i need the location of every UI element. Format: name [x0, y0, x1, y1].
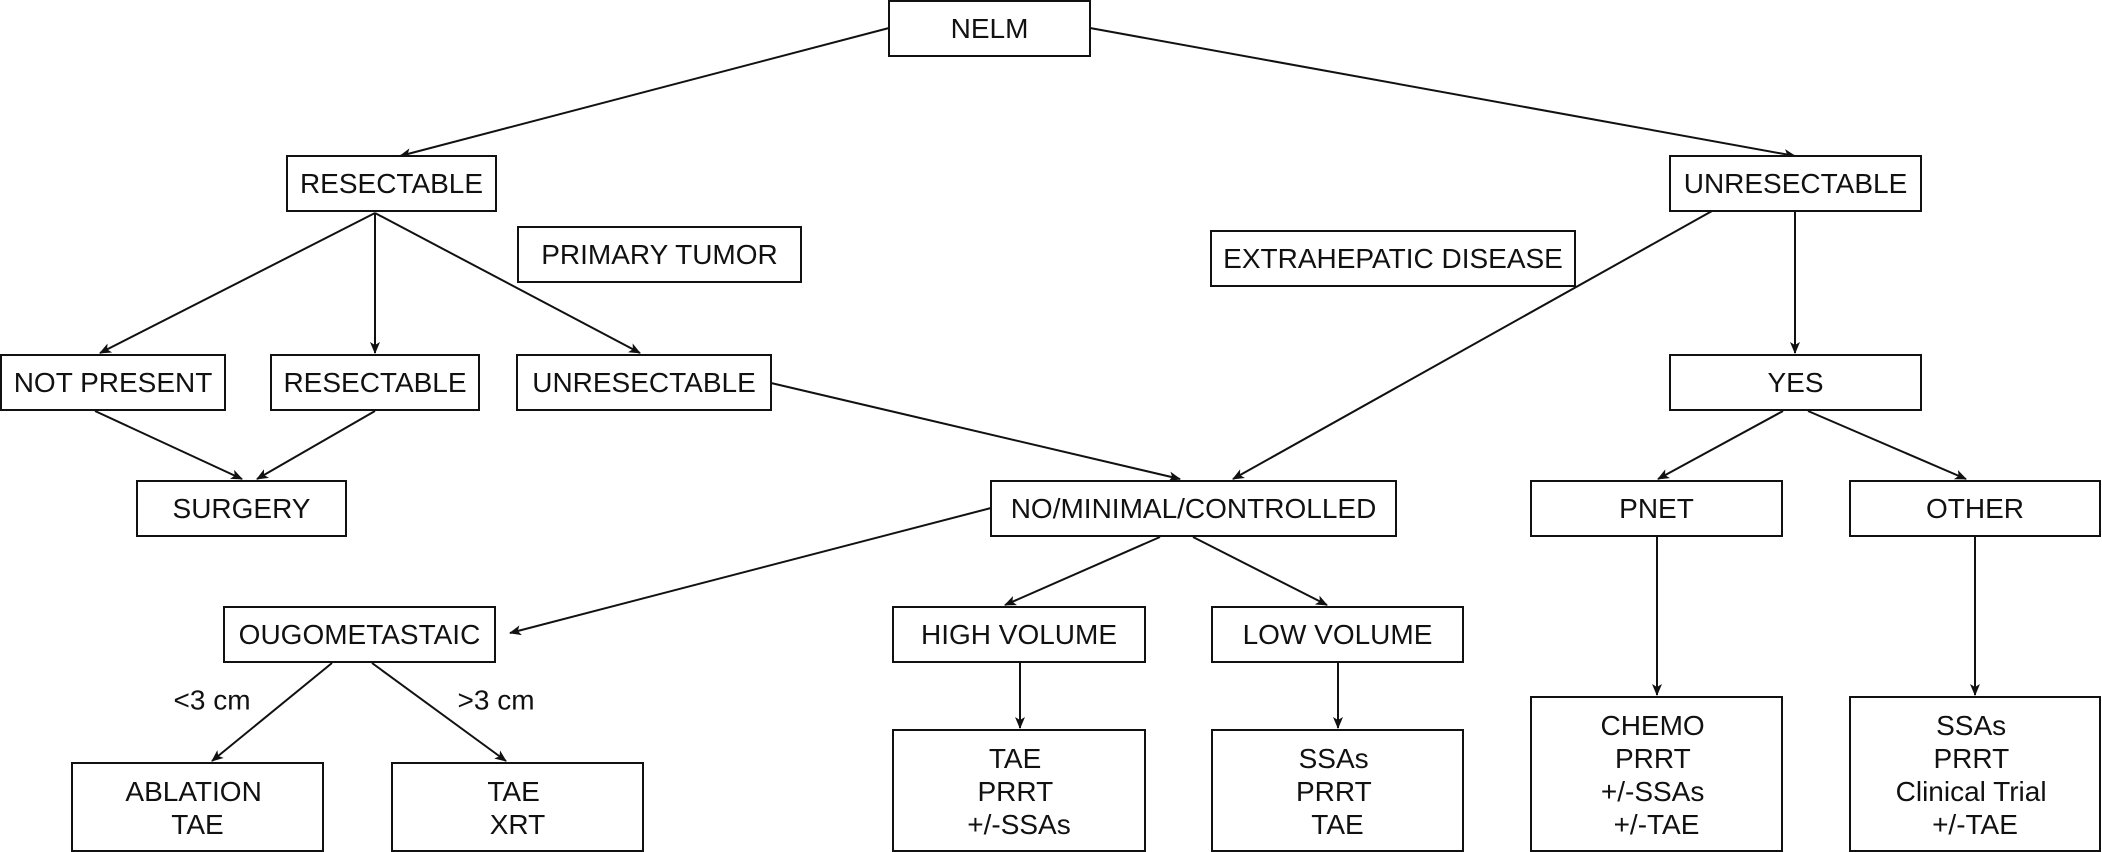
node-no-minimal-controlled: NO/MINIMAL/CONTROLLED — [990, 480, 1397, 537]
node-tae-prrt-ssas-line-1: TAE — [989, 743, 1041, 774]
node-tae-prrt-ssas: TAE PRRT +/-SSAs — [892, 729, 1146, 852]
node-resectable-main-label: RESECTABLE — [300, 168, 483, 199]
node-nelm-label: NELM — [951, 13, 1029, 44]
node-unresectable-main: UNRESECTABLE — [1669, 155, 1922, 212]
node-not-present-label: NOT PRESENT — [14, 367, 213, 398]
edge-yes-to-other — [1807, 410, 1967, 480]
node-nelm: NELM — [888, 0, 1091, 57]
edge-yes-to-pnet — [1657, 410, 1784, 480]
node-yes-label: YES — [1767, 367, 1823, 398]
node-no-minimal-controlled-label: NO/MINIMAL/CONTROLLED — [1011, 493, 1377, 524]
node-ablation-tae-line-2: TAE — [171, 809, 223, 840]
node-extrahepatic-disease: EXTRAHEPATIC DISEASE — [1210, 230, 1576, 287]
node-primary-tumor: PRIMARY TUMOR — [517, 226, 802, 283]
edge-nelm-to-resectable — [399, 27, 890, 159]
node-chemo-line-3: +/-SSAs — [1601, 776, 1704, 807]
node-ssas-prrt-tae: SSAs PRRT TAE — [1211, 729, 1464, 852]
edge-label-greater-than-3cm: >3 cm — [457, 685, 534, 716]
node-pnet-label: PNET — [1619, 493, 1694, 524]
edge-unresectable-primary-to-controlled — [770, 382, 1181, 482]
node-ssas-trial-line-2: PRRT — [1934, 743, 2010, 774]
node-ablation-tae: ABLATION TAE — [71, 762, 324, 852]
edge-labels: <3 cm >3 cm — [173, 685, 534, 716]
edge-controlled-to-low-volume — [1192, 536, 1328, 606]
node-resectable-primary-label: RESECTABLE — [283, 367, 466, 398]
node-ssas-prrt-tae-line-2: PRRT — [1296, 776, 1372, 807]
node-surgery-label: SURGERY — [173, 493, 311, 524]
edge-controlled-to-high-volume — [1004, 536, 1161, 606]
node-ssas-trial-line-3: Clinical Trial — [1896, 776, 2047, 807]
node-tae-prrt-ssas-line-3: +/-SSAs — [967, 809, 1070, 840]
node-ssas-trial-line-4: +/-TAE — [1932, 809, 2018, 840]
node-tae-xrt-label: TAE XRT — [487, 776, 547, 840]
node-tae-prrt-ssas-line-2: PRRT — [978, 776, 1054, 807]
node-not-present: NOT PRESENT — [0, 354, 226, 411]
node-high-volume-label: HIGH VOLUME — [921, 619, 1117, 650]
node-chemo-line-2: PRRT — [1615, 743, 1691, 774]
node-surgery: SURGERY — [136, 480, 347, 537]
node-resectable-primary: RESECTABLE — [270, 354, 480, 411]
node-high-volume: HIGH VOLUME — [892, 606, 1146, 663]
node-other-label: OTHER — [1926, 493, 2024, 524]
node-unresectable-primary: UNRESECTABLE — [516, 354, 772, 411]
node-ssas-prrt-tae-label: SSAs PRRT TAE — [1296, 743, 1379, 840]
node-oligometastatic-label: OUGOMETASTAIC — [239, 619, 481, 650]
node-chemo-line-4: +/-TAE — [1614, 809, 1700, 840]
edge-not-present-to-surgery — [94, 410, 243, 480]
edge-oligometastatic-to-tae-xrt — [371, 662, 507, 762]
node-unresectable-main-label: UNRESECTABLE — [1684, 168, 1908, 199]
node-ssas-prrt-tae-line-1: SSAs — [1299, 743, 1369, 774]
edges — [94, 27, 1980, 762]
node-ablation-tae-label: ABLATION TAE — [125, 776, 269, 840]
edge-resectable-primary-to-surgery — [256, 410, 376, 480]
node-other: OTHER — [1849, 480, 2101, 537]
node-ablation-tae-line-1: ABLATION — [125, 776, 261, 807]
node-resectable-main: RESECTABLE — [286, 155, 497, 212]
node-chemo: CHEMO PRRT +/-SSAs +/-TAE — [1530, 696, 1783, 852]
node-tae-xrt-line-1: TAE — [487, 776, 539, 807]
edge-label-less-than-3cm: <3 cm — [173, 685, 250, 716]
edge-oligometastatic-to-ablation — [211, 662, 333, 762]
node-unresectable-primary-label: UNRESECTABLE — [532, 367, 756, 398]
edge-unresectable-to-controlled — [1232, 210, 1713, 480]
edge-controlled-to-oligometastatic — [509, 507, 992, 636]
edge-resectable-to-unresectable-primary — [374, 212, 641, 354]
node-oligometastatic: OUGOMETASTAIC — [223, 606, 496, 663]
node-pnet: PNET — [1530, 480, 1783, 537]
node-chemo-label: CHEMO PRRT +/-SSAs +/-TAE — [1600, 710, 1712, 840]
node-ssas-trial-label: SSAs PRRT Clinical Trial +/-TAE — [1896, 710, 2055, 840]
edge-nelm-to-unresectable — [1089, 27, 1796, 159]
node-tae-prrt-ssas-label: TAE PRRT +/-SSAs — [967, 743, 1070, 840]
node-ssas-trial-line-1: SSAs — [1936, 710, 2006, 741]
node-low-volume: LOW VOLUME — [1211, 606, 1464, 663]
node-ssas-trial: SSAs PRRT Clinical Trial +/-TAE — [1849, 696, 2101, 852]
node-yes: YES — [1669, 354, 1922, 411]
edge-resectable-to-not-present — [99, 212, 376, 354]
node-tae-xrt-line-2: XRT — [490, 809, 546, 840]
node-extrahepatic-disease-label: EXTRAHEPATIC DISEASE — [1223, 243, 1563, 274]
node-chemo-line-1: CHEMO — [1600, 710, 1704, 741]
node-ssas-prrt-tae-line-3: TAE — [1311, 809, 1363, 840]
node-tae-xrt: TAE XRT — [391, 762, 644, 852]
node-primary-tumor-label: PRIMARY TUMOR — [541, 239, 777, 270]
node-low-volume-label: LOW VOLUME — [1243, 619, 1433, 650]
